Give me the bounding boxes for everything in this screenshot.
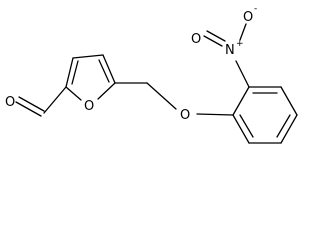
bond-aryl-nitro-n xyxy=(235,60,250,88)
bond-furan-c2-c3 xyxy=(65,57,74,88)
bond-furan-o-c2 xyxy=(65,86,82,101)
bond-furan-c3-c4 xyxy=(72,54,104,59)
atom-nitro-nitrogen: N xyxy=(225,43,235,58)
atom-nitro-oxygen-single: O xyxy=(243,10,253,25)
bond-furan-c4-c5 xyxy=(102,54,116,84)
bond-ether-o-aryl xyxy=(196,113,234,116)
atom-furan-oxygen: O xyxy=(84,99,94,114)
bond-benzene-4-inner xyxy=(276,114,291,138)
atom-nitro-nitrogen-charge: + xyxy=(236,39,244,49)
bond-benzene-6 xyxy=(232,114,250,144)
bond-benzene-6-inner xyxy=(239,114,254,138)
bond-aldehyde-c-o-1 xyxy=(15,101,42,117)
chemical-structure: O O O N + O O - xyxy=(5,4,298,144)
bond-furan-c5-o xyxy=(97,82,116,100)
bond-nitro-n-o-double-1 xyxy=(203,35,223,47)
bond-nitro-n-o-double-2 xyxy=(206,30,226,42)
bond-furan-c4-c5-inner xyxy=(98,59,110,83)
bond-benzene-4 xyxy=(280,114,298,144)
bond-nitro-n-o-single xyxy=(239,23,247,41)
bond-benzene-1 xyxy=(232,86,250,116)
atom-nitro-oxygen-double: O xyxy=(191,32,201,47)
bond-benzene-3 xyxy=(280,86,298,116)
bond-aldehyde-c-ring xyxy=(43,86,67,114)
bond-aldehyde-c-o-2 xyxy=(18,96,45,112)
atom-nitro-oxygen-charge: - xyxy=(254,4,257,14)
atom-aldehyde-oxygen: O xyxy=(5,95,15,110)
bond-ch2-ether-o xyxy=(146,82,177,110)
bond-furan-c2-c3-inner xyxy=(71,60,79,85)
atom-ether-oxygen: O xyxy=(180,108,190,123)
